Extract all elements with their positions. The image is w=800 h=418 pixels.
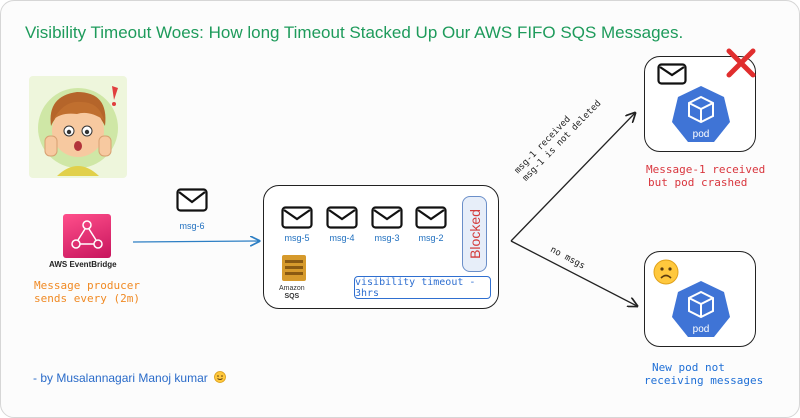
mail-icon: [657, 63, 687, 85]
sqs-label-line1: Amazon: [279, 285, 305, 292]
frowning-face-icon: [653, 259, 679, 285]
kubernetes-pod-icon: [672, 281, 730, 337]
new-pod-caption-line2: receiving messages: [644, 374, 764, 387]
new-pod-caption-line1: New pod not: [652, 361, 725, 374]
blocked-badge: Blocked: [462, 196, 487, 272]
mail-icon: [281, 206, 313, 229]
mail-icon: [176, 188, 208, 212]
sqs-icon: [282, 255, 306, 281]
eventbridge-label: AWS EventBridge: [49, 260, 117, 269]
producer-caption-line1: Message producer: [34, 279, 140, 292]
sqs-queue-box: [263, 185, 499, 309]
crashed-pod-caption-line1: Message-1 received: [646, 163, 766, 176]
visibility-timeout-badge: visibility timeout - 3hrs: [354, 276, 491, 299]
smiley-icon: [214, 371, 226, 383]
pod-label: pod: [692, 129, 710, 140]
producer-caption: Message producer sends every (2m): [34, 279, 140, 305]
new-pod-caption: New pod not receiving messages: [644, 361, 763, 387]
kubernetes-pod-icon: [672, 86, 730, 142]
queue-message-label: msg-2: [418, 233, 444, 243]
mail-icon: [371, 206, 403, 229]
crashed-pod-caption: Message-1 received but pod crashed: [646, 163, 765, 189]
queue-to-crashed-pod-arrow: [510, 113, 635, 242]
incoming-message-label: msg-6: [179, 221, 205, 231]
pod-label: pod: [692, 324, 710, 335]
queue-message-label: msg-4: [329, 233, 355, 243]
worried-kid-illustration: [29, 76, 127, 178]
blocked-label: Blocked: [466, 209, 483, 259]
queue-to-new-pod-arrow: [510, 240, 637, 306]
sqs-label: Amazon SQS: [279, 285, 305, 301]
cross-icon: [726, 48, 756, 78]
producer-caption-line2: sends every (2m): [34, 292, 140, 305]
queue-message-label: msg-5: [284, 233, 310, 243]
sqs-label-line2: SQS: [284, 293, 300, 300]
author-byline-text: - by Musalannagari Manoj kumar: [33, 371, 208, 385]
queue-message-label: msg-3: [374, 233, 400, 243]
mail-icon: [326, 206, 358, 229]
crashed-pod-caption-line2: but pod crashed: [648, 176, 748, 189]
mail-icon: [415, 206, 447, 229]
diagram-title: Visibility Timeout Woes: How long Timeou…: [25, 23, 684, 42]
producer-to-queue-arrow: [132, 241, 259, 242]
author-byline: - by Musalannagari Manoj kumar: [33, 371, 226, 385]
eventbridge-icon: [63, 214, 111, 258]
